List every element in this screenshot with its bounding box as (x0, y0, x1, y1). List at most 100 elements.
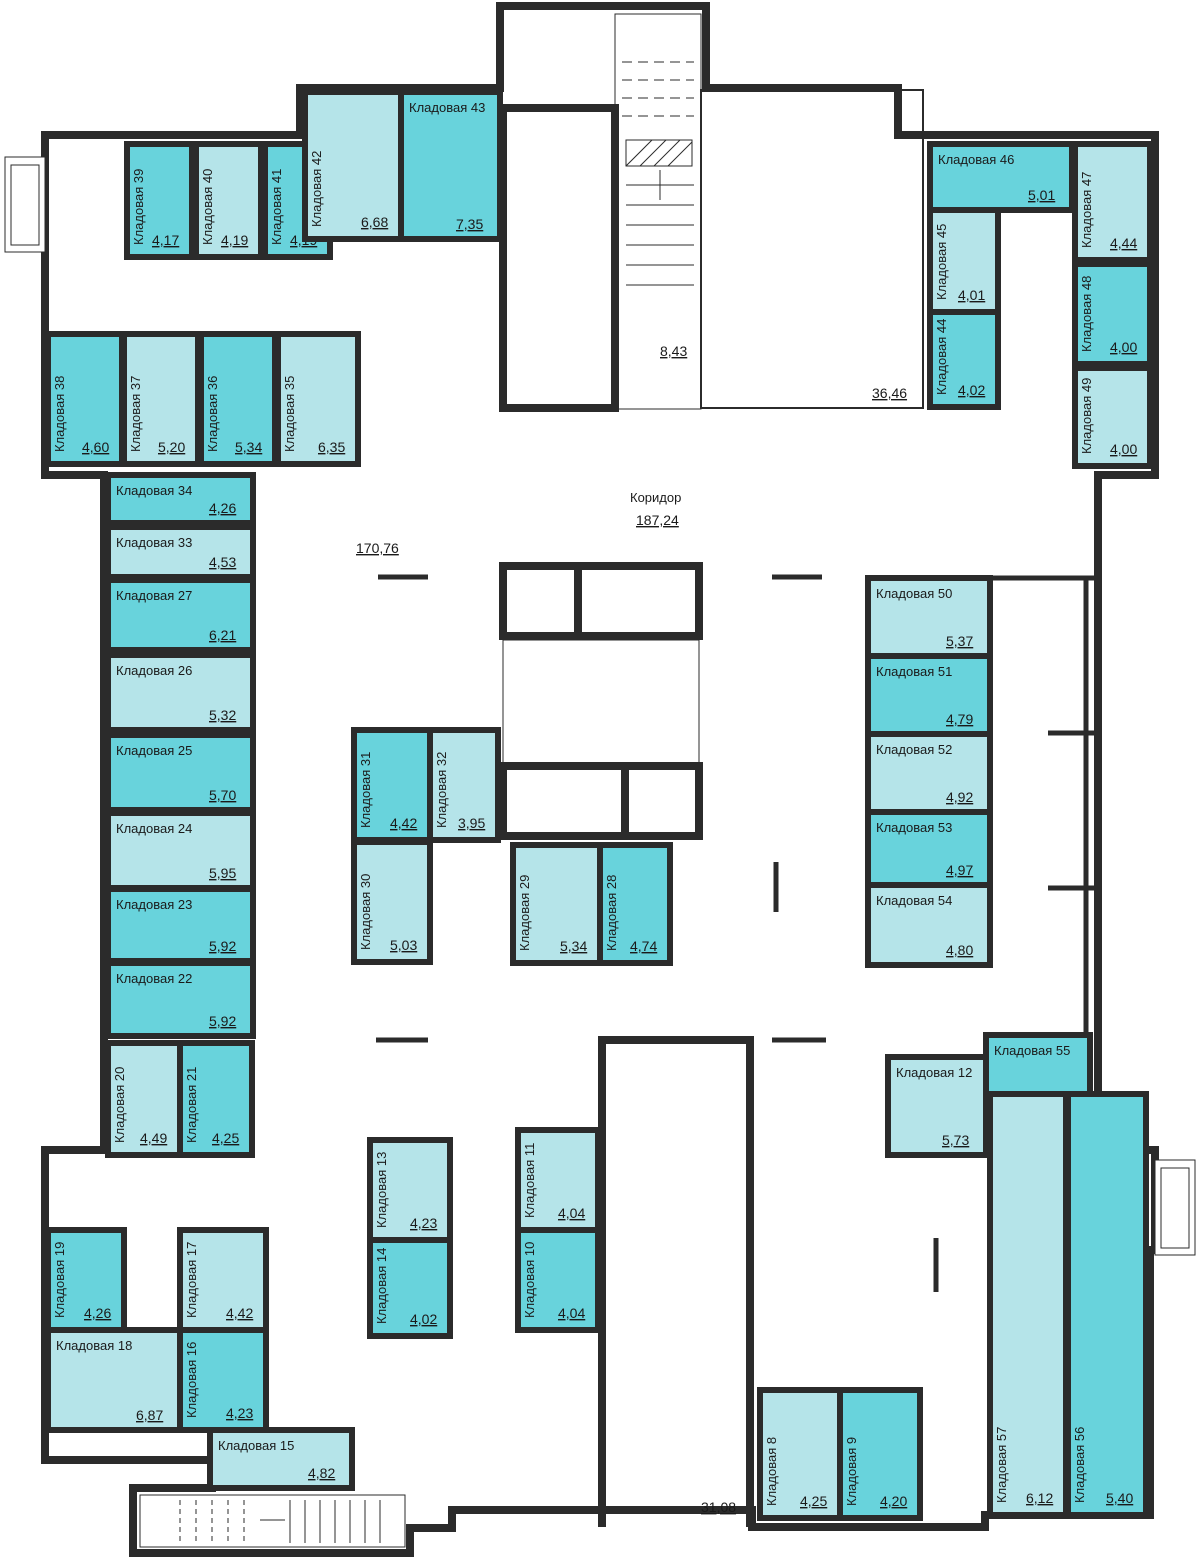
room-label: Кладовая 28 (604, 875, 619, 951)
room-area: 4,42 (390, 815, 417, 831)
room-fill (45, 331, 125, 467)
room-fill (124, 141, 195, 260)
room-area: 6,21 (209, 627, 236, 643)
storage-room-33[interactable]: Кладовая 334,53 (105, 524, 256, 580)
tech-block-center (499, 562, 703, 840)
room-area: 4,04 (558, 1305, 585, 1321)
room-label: Кладовая 18 (56, 1338, 132, 1353)
storage-room-57[interactable]: Кладовая 57 6,12 (987, 1091, 1069, 1518)
room-area: 5,34 (235, 439, 262, 455)
room-label: Кладовая 42 (309, 151, 324, 227)
storage-room-26[interactable]: Кладовая 265,32 (105, 652, 256, 733)
room-area: 4,92 (946, 789, 973, 805)
area-36-46: 36,46 (872, 385, 907, 401)
storage-room-34[interactable]: Кладовая 344,26 (105, 472, 256, 526)
room-area: 4,19 (221, 232, 248, 248)
room-area: 4,02 (410, 1311, 437, 1327)
room-fill (1072, 141, 1153, 263)
storage-room-23[interactable]: Кладовая 235,92 (105, 886, 256, 964)
room-fill (105, 577, 256, 653)
room-label: Кладовая 14 (374, 1248, 389, 1324)
room-area: 5,01 (1028, 187, 1055, 203)
room-label: Кладовая 52 (876, 742, 952, 757)
room-area: 5,34 (560, 938, 587, 954)
room-fill (45, 1227, 127, 1333)
room-label: Кладовая 44 (934, 319, 949, 395)
room-label: Кладовая 30 (358, 874, 373, 950)
room-label: Кладовая 29 (517, 875, 532, 951)
room-fill (927, 309, 1001, 410)
room-area: 5,70 (209, 787, 236, 803)
area-8-43: 8,43 (660, 343, 687, 359)
storage-room-15[interactable]: Кладовая 154,82 (207, 1427, 355, 1491)
room-label: Кладовая 38 (52, 376, 67, 452)
storage-room-18[interactable]: Кладовая 186,87 (45, 1327, 183, 1433)
room-fill (865, 731, 993, 815)
storage-room-22[interactable]: Кладовая 225,92 (105, 960, 256, 1039)
storage-room-51[interactable]: Кладовая 514,79 (865, 653, 993, 737)
room-label: Кладовая 15 (218, 1438, 294, 1453)
storage-room-50[interactable]: Кладовая 505,37 (865, 575, 993, 659)
room-area: 4,23 (226, 1405, 253, 1421)
storage-room-27[interactable]: Кладовая 276,21 (105, 577, 256, 653)
room-label: Кладовая 39 (131, 169, 146, 245)
room-fill (398, 89, 503, 242)
room-area: 5,73 (942, 1132, 969, 1148)
storage-room-54[interactable]: Кладовая 544,80 (865, 882, 993, 968)
room-label: Кладовая 35 (282, 376, 297, 452)
room-area: 4,25 (800, 1493, 827, 1509)
room-label: Кладовая 49 (1079, 378, 1094, 454)
storage-room-39[interactable]: Кладовая 39 4,17 (124, 141, 195, 260)
room-fill (177, 1040, 255, 1158)
room-area: 6,12 (1026, 1490, 1053, 1506)
room-label: Кладовая 51 (876, 664, 952, 679)
room-area: 4,23 (410, 1215, 437, 1231)
room-area: 4,17 (152, 232, 179, 248)
room-label: Кладовая 57 (994, 1427, 1009, 1503)
storage-room-25[interactable]: Кладовая 255,70 (105, 732, 256, 813)
storage-room-52[interactable]: Кладовая 52 4,92 (865, 731, 993, 815)
storage-room-53[interactable]: Кладовая 534,97 (865, 809, 993, 888)
room-fill (105, 472, 256, 526)
storage-room-43[interactable]: Кладовая 437,35 (398, 89, 503, 242)
room-label: Кладовая 21 (184, 1067, 199, 1143)
storage-room-12[interactable]: Кладовая 125,73 (885, 1054, 989, 1158)
storage-room-46[interactable]: Кладовая 46 5,01 (927, 141, 1075, 213)
storage-room-29[interactable]: Кладовая 29 5,34 (510, 842, 603, 966)
room-fill (1065, 1091, 1149, 1518)
storage-room-24[interactable]: Кладовая 245,95 (105, 810, 256, 891)
window-left (4, 156, 46, 253)
room-label: Кладовая 46 (938, 152, 1014, 167)
tech-block-bottom (598, 1036, 754, 1527)
corridor-name: Коридор (630, 490, 681, 505)
room-area: 4,26 (209, 500, 236, 516)
storage-room-14[interactable]: Кладовая 14 4,02 (367, 1237, 453, 1339)
room-label: Кладовая 24 (116, 821, 192, 836)
